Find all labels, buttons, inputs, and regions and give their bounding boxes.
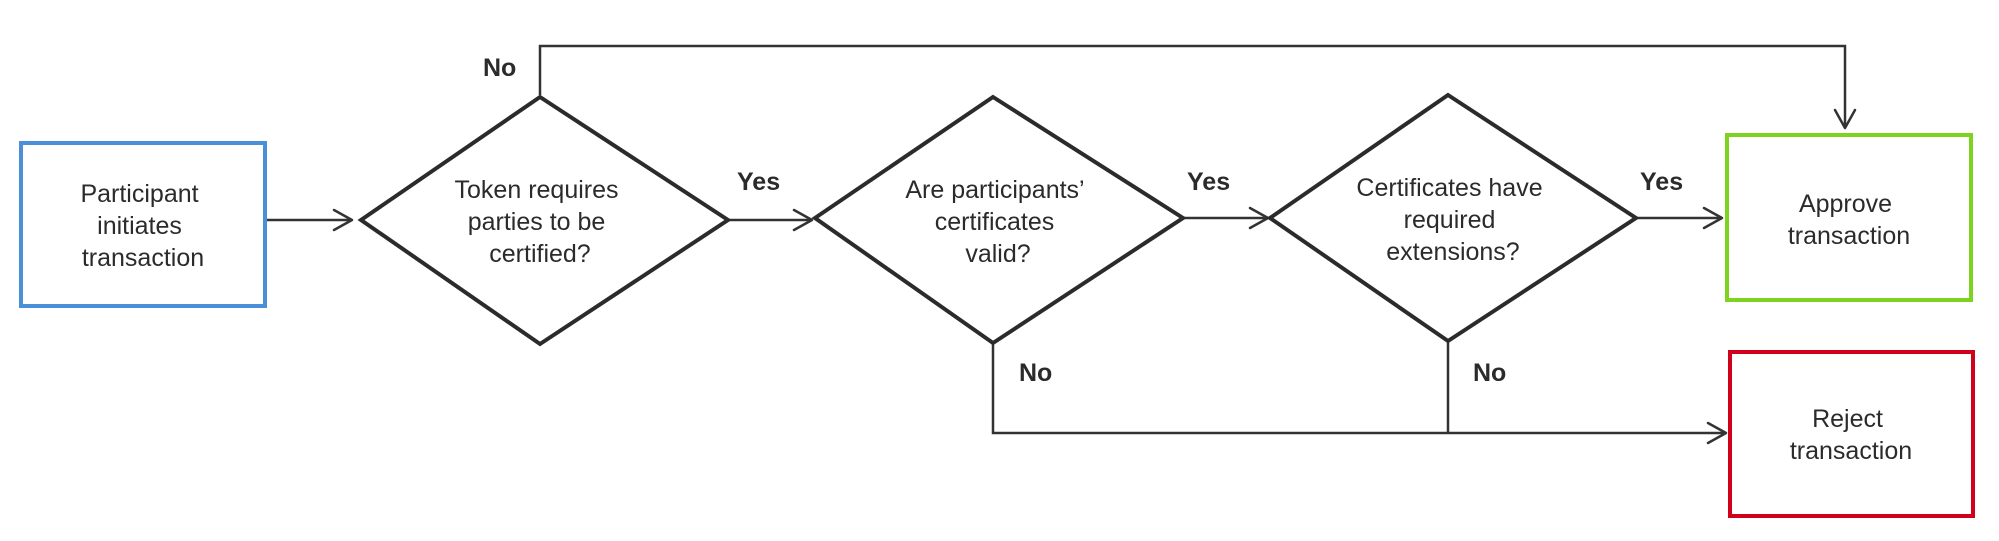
decision-token-line-3: certified?: [489, 240, 590, 268]
arrowhead-ext-yes: [1702, 206, 1724, 230]
label-ext-yes: Yes: [1640, 168, 1683, 196]
svg-text:Participant initiates: Participant initiates transaction: [80, 180, 205, 272]
approve-node-line-1: Approve: [1799, 190, 1892, 218]
decision-token-line-1: Token requires: [455, 176, 619, 204]
decision-valid-line-1: Are participants’: [905, 176, 1083, 204]
edge-valid-no: [991, 343, 1726, 435]
decision-certificates-valid: Are participants’ certificates valid?: [811, 94, 1187, 346]
edge-labels: No Yes Yes No Yes No: [483, 54, 1683, 387]
reject-node-line-2: transaction: [1790, 437, 1912, 465]
start-node-line-1: Participant: [80, 180, 198, 208]
connectors: [265, 44, 1857, 445]
decision-valid-line-3: valid?: [965, 240, 1030, 268]
reject-node-line-1: Reject: [1812, 405, 1883, 433]
decision-valid-line-2: certificates: [935, 208, 1054, 236]
svg-text:Certificates have requir: Certificates have required extensions?: [1356, 174, 1549, 266]
label-valid-no: No: [1019, 359, 1052, 387]
decision-ext-line-2: required: [1404, 206, 1496, 234]
decision-ext-line-1: Certificates have: [1356, 174, 1542, 202]
label-token-yes: Yes: [737, 168, 780, 196]
arrowhead-to-reject: [1706, 421, 1728, 445]
decision-ext-line-3: extensions?: [1386, 238, 1519, 266]
arrowhead-start-to-token: [332, 208, 354, 232]
decision-certificates-extensions: Certificates have required extensions?: [1266, 92, 1640, 344]
svg-text:Reject transaction: Reject transaction: [1790, 405, 1912, 465]
start-node-line-2: initiates: [97, 212, 182, 240]
start-node: Participant initiates transaction: [19, 141, 267, 308]
approve-node-line-2: transaction: [1788, 222, 1910, 250]
decision-token-line-2: parties to be: [468, 208, 606, 236]
decision-token-requires-certification: Token requires parties to be certified?: [357, 94, 732, 347]
arrowhead-token-no: [1833, 108, 1857, 130]
reject-node: Reject transaction: [1728, 350, 1975, 518]
label-valid-yes: Yes: [1187, 168, 1230, 196]
svg-text:Are participants’ certif: Are participants’ certificates valid?: [905, 176, 1090, 268]
label-token-no: No: [483, 54, 516, 82]
label-ext-no: No: [1473, 359, 1506, 387]
svg-text:Token requires parties t: Token requires parties to be certified?: [455, 176, 626, 268]
approve-node: Approve transaction: [1725, 133, 1973, 302]
arrowhead-token-yes: [792, 208, 814, 232]
edge-token-no: [538, 44, 1847, 128]
svg-text:Approve transaction: Approve transaction: [1788, 190, 1910, 250]
start-node-line-3: transaction: [82, 244, 204, 272]
